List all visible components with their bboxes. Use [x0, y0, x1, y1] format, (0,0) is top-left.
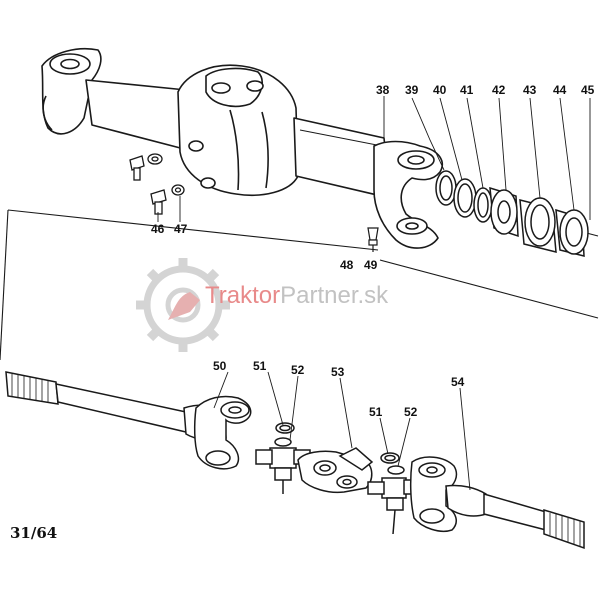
callout-44: 44	[553, 83, 567, 97]
callout-51-left: 51	[253, 359, 267, 373]
callout-40: 40	[433, 83, 447, 97]
callout-49: 49	[364, 258, 378, 272]
bearing-stack-39-45	[435, 170, 589, 257]
svg-text:TraktorPartner.sk: TraktorPartner.sk	[205, 282, 389, 309]
callout-46: 46	[151, 222, 165, 236]
callout-labels: 38 39 40 41 42 43 44 45 46 47 48 49 50 5…	[151, 83, 595, 419]
axle-shaft-54	[409, 456, 585, 550]
watermark-brand-red: Traktor	[205, 282, 280, 309]
leader-lines	[157, 96, 591, 491]
axle-housing	[41, 47, 444, 249]
callout-43: 43	[523, 83, 537, 97]
callout-51-right: 51	[369, 405, 383, 419]
callout-52-right: 52	[404, 405, 418, 419]
upper-group-frame	[0, 209, 599, 361]
callout-52-left: 52	[291, 363, 305, 377]
callout-38: 38	[376, 83, 390, 97]
watermark-brand-grey: Partner.sk	[280, 282, 389, 309]
callout-50: 50	[213, 359, 227, 373]
grease-nipple-48-49	[367, 227, 379, 252]
bolt-46-47-group	[129, 153, 185, 215]
page-number: 31/64	[10, 524, 57, 542]
callout-54: 54	[451, 375, 465, 389]
double-yoke-coupler-53	[297, 447, 374, 494]
callout-45: 45	[581, 83, 595, 97]
axle-shaft-50	[5, 371, 252, 470]
callout-42: 42	[492, 83, 506, 97]
watermark-gear-icon	[136, 258, 230, 352]
callout-47: 47	[174, 222, 188, 236]
callout-53: 53	[331, 365, 345, 379]
callout-39: 39	[405, 83, 419, 97]
callout-41: 41	[460, 83, 474, 97]
callout-48: 48	[340, 258, 354, 272]
